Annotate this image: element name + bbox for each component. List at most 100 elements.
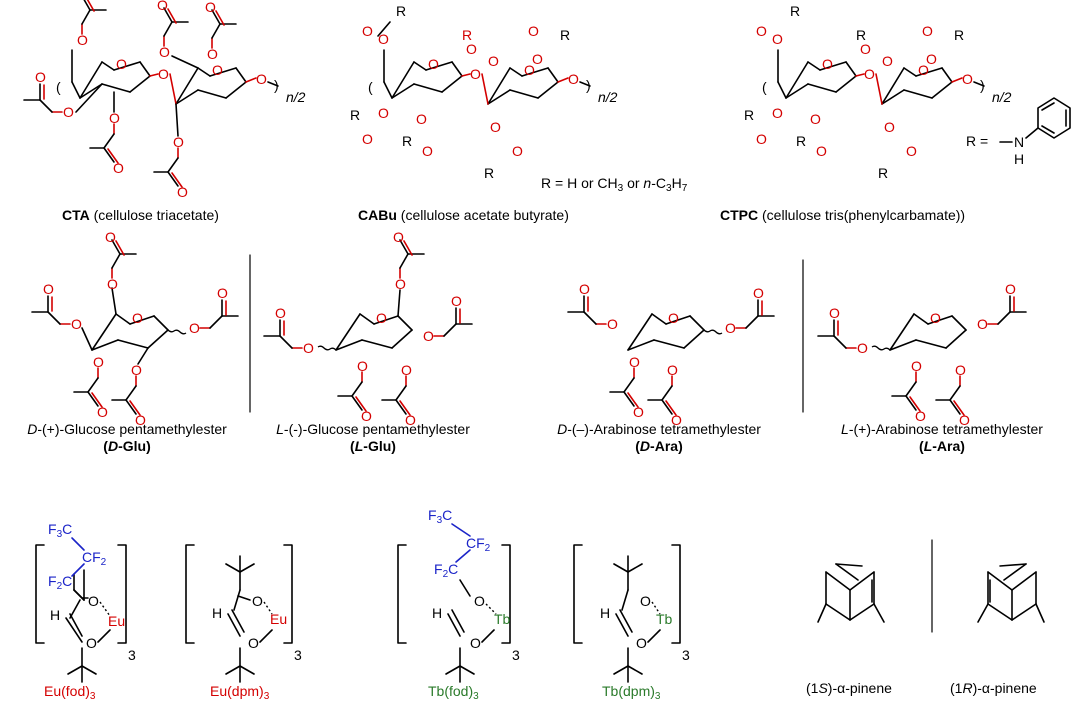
svg-text:R: R [856,27,866,43]
svg-text:H: H [50,607,60,623]
l-ara-structure [817,280,1027,429]
svg-text:R: R [796,133,806,149]
svg-text:O: O [884,119,895,135]
svg-text:(: ( [368,79,373,95]
cabu-caption: CABu (cellulose acetate butyrate) [358,207,569,223]
l-glu-caption: L-(-)-Glucose pentamethylester (L-Glu) [276,421,470,454]
svg-text:O: O [882,53,893,69]
svg-text:O: O [248,635,259,651]
svg-text:N: N [1014,134,1024,150]
svg-text:O: O [470,635,481,651]
svg-text:O: O [816,143,827,159]
d-ara-structure [567,280,775,429]
svg-text:O: O [474,593,485,609]
d-ara-caption: D-(–)-Arabinose tetramethylester (D-Ara) [557,421,761,454]
svg-text:O: O [636,635,647,651]
svg-text:O: O [488,53,499,69]
ctpc-caption: CTPC (cellulose tris(phenylcarbamate)) [720,207,966,223]
svg-text:): ) [980,77,985,93]
repeat-index: n/2 [286,89,306,105]
d-glu-caption: D-(+)-Glucose pentamethylester (D-Glu) [27,421,227,454]
svg-text:Tb: Tb [494,611,511,627]
svg-text:F2C: F2C [48,573,72,592]
svg-text:R: R [744,107,754,123]
svg-text:3: 3 [294,647,302,663]
svg-text:O: O [512,143,523,159]
r-pinene-structure [977,563,1045,623]
svg-text:O: O [772,31,783,47]
svg-text:R: R [954,27,964,43]
eu-dpm3-caption: Eu(dpm)3 [210,683,270,702]
ctpc-structure: ( ) n/2 O O R O R O O R O O R O O R O O … [744,3,1012,181]
svg-text:O: O [362,23,373,39]
svg-text:R: R [790,3,800,19]
eu-fod3-structure: 3 F3C CF2 F2C H O Eu O [35,521,136,683]
repeat-bracket-right: ) [274,77,279,93]
svg-text:O: O [640,593,651,609]
svg-text:O: O [528,23,539,39]
svg-text:F3C: F3C [48,521,72,540]
tb-dpm3-caption: Tb(dpm)3 [602,683,661,702]
svg-text:CF2: CF2 [466,535,491,554]
l-glu-structure [263,228,473,429]
svg-text:n/2: n/2 [992,89,1012,105]
svg-text:O: O [378,31,389,47]
svg-text:Tb: Tb [656,611,673,627]
svg-text:O: O [772,105,783,121]
svg-text:F2C: F2C [434,561,458,580]
svg-text:H: H [212,605,222,621]
tb-dpm3-structure: 3 O Tb H O [573,544,690,683]
s-pinene-structure [817,563,885,623]
svg-text:O: O [922,23,933,39]
svg-text:O: O [416,111,427,127]
svg-text:(: ( [762,79,767,95]
eu-fod3-caption: Eu(fod)3 [44,683,96,702]
svg-text:R: R [560,27,570,43]
svg-text:R =: R = [966,133,988,149]
cabu-structure: ( ) n/2 O O R O R O O R O O R O O R O O … [350,3,618,181]
svg-text:Eu: Eu [270,611,287,627]
svg-text:O: O [252,593,263,609]
phenylamine-substituent: R = N H [966,97,1071,167]
svg-text:R: R [484,165,494,181]
svg-text:CF2: CF2 [82,549,107,568]
svg-text:3: 3 [682,647,690,663]
svg-text:O: O [756,23,767,39]
svg-text:Eu: Eu [108,613,125,629]
tb-fod3-structure: 3 F3C CF2 F2C O Tb H O [397,507,520,683]
cta-structure: ( ) n/2 [23,0,306,201]
repeat-bracket-left: ( [56,79,61,95]
s-pinene-caption: (1S)-α-pinene [806,680,892,696]
svg-text:O: O [422,143,433,159]
svg-text:H: H [600,605,610,621]
svg-text:R: R [878,165,888,181]
svg-text:O: O [490,119,501,135]
svg-text:O: O [378,105,389,121]
svg-text:R: R [396,3,406,19]
tb-fod3-caption: Tb(fod)3 [428,683,479,702]
svg-text:O: O [86,635,97,651]
svg-text:3: 3 [128,647,136,663]
svg-text:O: O [88,593,99,609]
svg-text:R: R [350,107,360,123]
svg-text:R: R [462,27,472,43]
svg-text:F3C: F3C [428,507,452,526]
svg-text:n/2: n/2 [598,89,618,105]
cabu-r-definition: R = H or CH3 or n-C3H7 [541,175,688,194]
svg-text:H: H [432,605,442,621]
svg-text:O: O [362,131,373,147]
svg-text:O: O [926,51,937,67]
eu-dpm3-structure: 3 O Eu H O [185,544,302,683]
svg-text:O: O [860,41,871,57]
svg-text:O: O [906,143,917,159]
cta-caption: CTA (cellulose triacetate) [62,207,219,223]
svg-text:): ) [586,77,591,93]
svg-text:O: O [532,51,543,67]
svg-text:O: O [810,111,821,127]
svg-text:O: O [466,41,477,57]
svg-text:3: 3 [512,647,520,663]
svg-text:O: O [756,131,767,147]
svg-text:H: H [1014,151,1024,167]
l-ara-caption: L-(+)-Arabinose tetramethylester (L-Ara) [841,421,1043,454]
